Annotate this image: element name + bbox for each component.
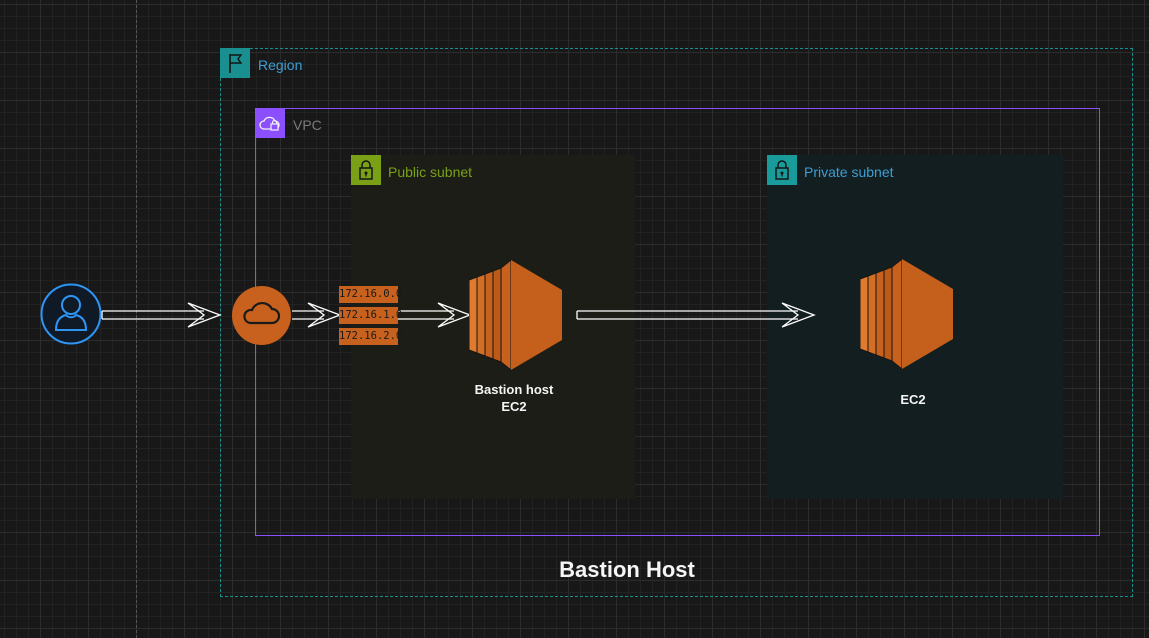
private-subnet-label: Private subnet — [804, 164, 894, 180]
ec2-label: EC2 — [900, 392, 926, 407]
bastion-sublabel: EC2 — [501, 399, 527, 414]
region-label: Region — [258, 57, 303, 73]
arrow-bastion-to-ec2 — [576, 302, 816, 328]
cloud-lock-icon — [255, 108, 285, 138]
flag-icon — [220, 48, 250, 78]
cidr-tag: 172.16.2.0 — [339, 328, 402, 345]
arrow-user-to-gateway — [101, 302, 222, 328]
diagram-title: Bastion Host — [559, 557, 695, 582]
cidr-tag: 172.16.0.0 — [339, 286, 402, 303]
ec2-icon — [859, 257, 953, 371]
public-subnet-label: Public subnet — [388, 164, 473, 180]
region-group — [220, 48, 1133, 597]
ec2-icon — [468, 258, 562, 372]
lock-icon — [767, 155, 797, 185]
lock-icon — [351, 155, 381, 185]
cloud-icon — [231, 285, 292, 346]
bastion-label: Bastion host — [474, 382, 554, 397]
arrow-gateway-to-subnet — [292, 302, 342, 328]
user-icon — [40, 283, 102, 345]
cidr-tag: 172.16.1.0 — [339, 307, 402, 324]
vpc-label: VPC — [293, 117, 322, 133]
arrow-subnet-to-bastion — [398, 302, 472, 328]
